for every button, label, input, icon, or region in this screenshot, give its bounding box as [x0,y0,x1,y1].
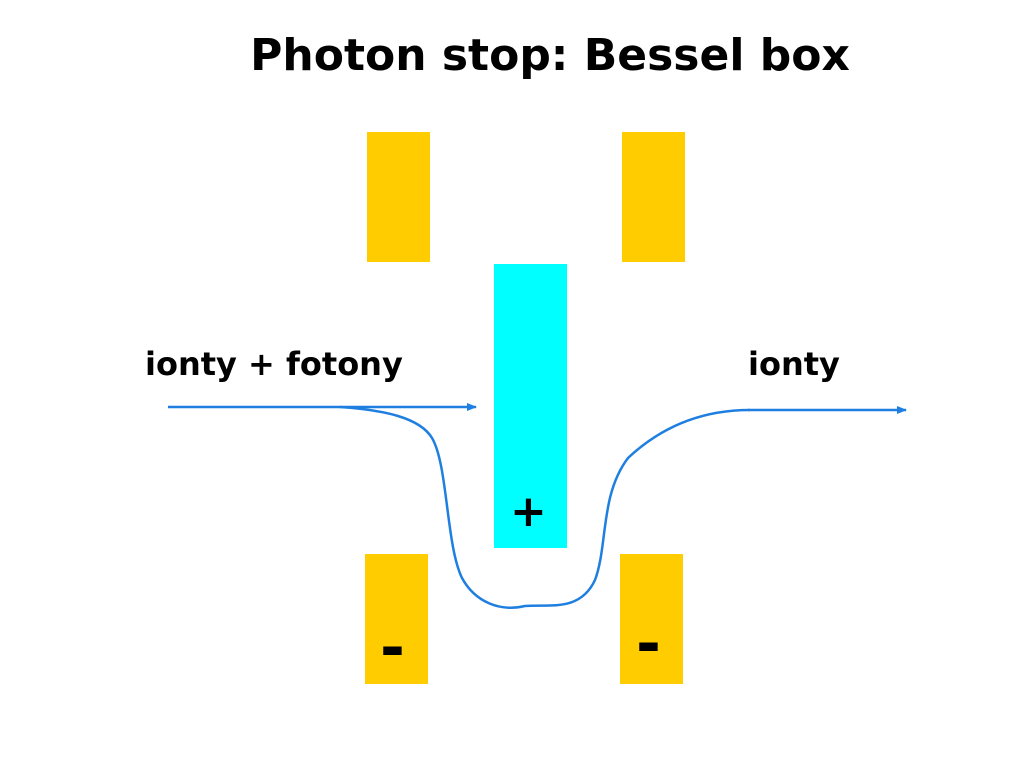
bottom-left-electrode-sign: - [380,613,405,683]
top-right-electrode [622,132,685,262]
input-beam-label: ionty + fotony [145,345,403,383]
bottom-left-electrode [365,554,428,684]
bottom-right-electrode [620,554,683,684]
output-beam-label: ionty [748,345,840,383]
top-left-electrode [367,132,430,262]
ion-trajectory [339,405,751,609]
page-title: Photon stop: Bessel box [250,30,850,81]
center-electrode [494,264,567,548]
center-electrode-sign: + [510,486,547,537]
bottom-right-electrode-sign: - [636,609,661,679]
